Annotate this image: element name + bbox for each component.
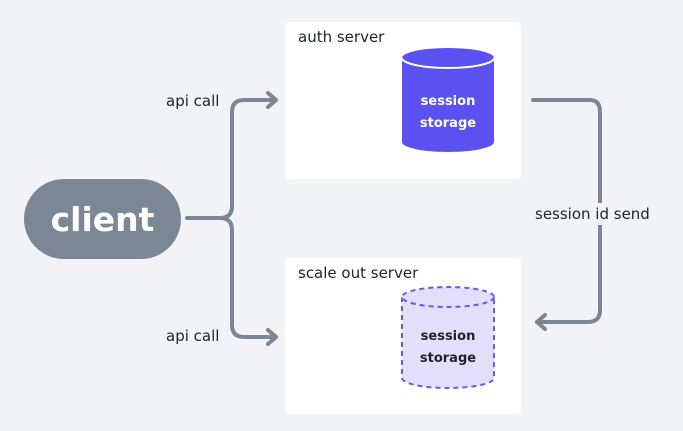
arrowhead-bottom	[266, 328, 278, 346]
auth-storage-line2: storage	[419, 116, 477, 131]
arrow-api-call-bottom	[218, 216, 278, 339]
label-api-call-bottom: api call	[166, 327, 220, 345]
auth-storage-line1: session	[420, 94, 476, 109]
scale-session-storage-cylinder	[401, 286, 495, 389]
auth-server-title: auth server	[298, 28, 385, 46]
auth-session-storage-cylinder	[401, 48, 495, 152]
arrowhead-top	[266, 91, 278, 109]
arrow-api-call-top	[218, 98, 278, 220]
scale-storage-label: session storage	[402, 326, 494, 370]
arrowhead-session	[535, 313, 547, 331]
label-session-id-send: session id send	[535, 203, 650, 225]
scale-storage-line2: storage	[419, 351, 477, 366]
scale-storage-line1: session	[420, 329, 476, 344]
label-api-call-top: api call	[166, 92, 220, 110]
scale-out-server-title: scale out server	[298, 264, 419, 282]
client-label: client	[50, 199, 155, 239]
auth-storage-label: session storage	[402, 91, 494, 135]
client-node: client	[24, 179, 181, 259]
